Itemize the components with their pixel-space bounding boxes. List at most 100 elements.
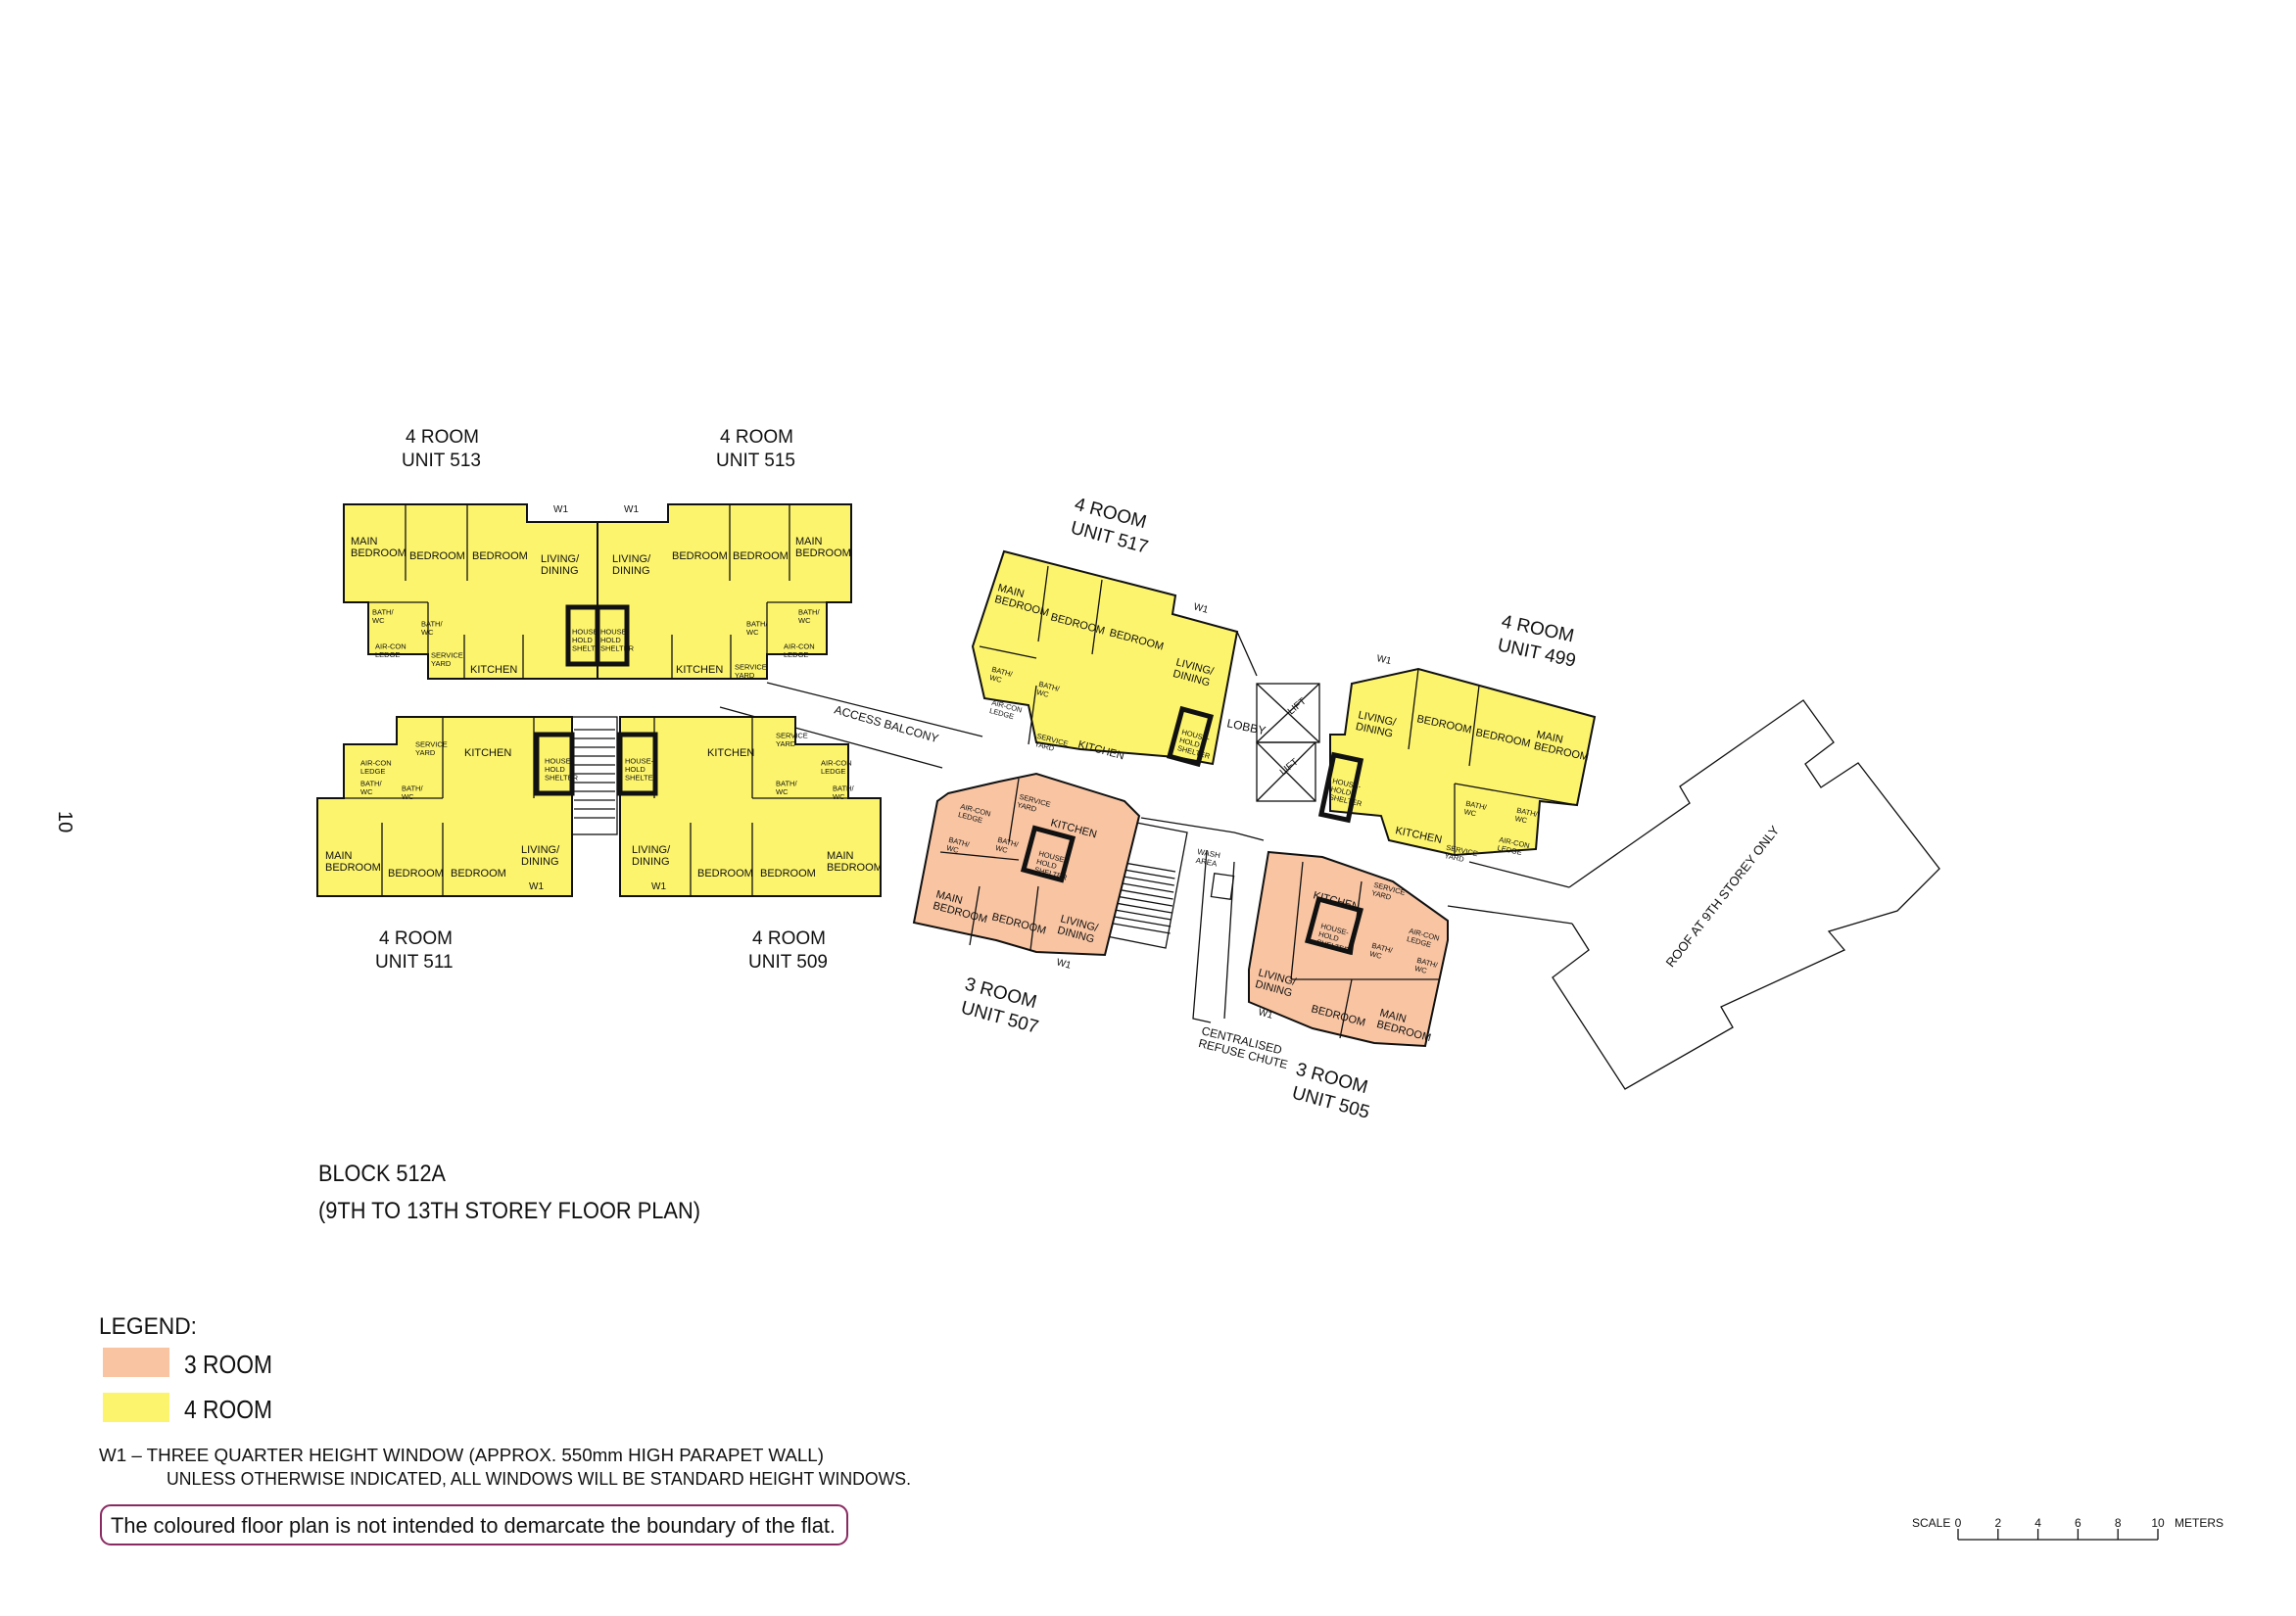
- room-label: BATH/WC: [421, 620, 443, 638]
- legend-swatch-4-room: [103, 1393, 169, 1422]
- interior-wall: [1468, 685, 1480, 767]
- unit-type-label: 4 ROOM: [406, 427, 479, 448]
- window-w1-label: W1: [1192, 601, 1210, 616]
- corridor-edge: [1236, 631, 1258, 677]
- stair-tread: [1117, 875, 1174, 886]
- interior-wall: [969, 885, 981, 946]
- refuse-chute-hopper: [1210, 872, 1235, 901]
- scale-tick-label: 0: [1955, 1516, 1962, 1530]
- room-label: BEDROOM: [409, 550, 465, 562]
- stair-tread: [1114, 909, 1172, 921]
- lift-lobby: LIFT LIFT LOBBY: [1225, 683, 1320, 802]
- interior-wall: [1454, 783, 1578, 806]
- disclaimer-text: The coloured floor plan is not intended …: [111, 1513, 836, 1538]
- block-title: BLOCK 512A: [318, 1161, 446, 1187]
- room-label: BATH/WC: [746, 620, 768, 638]
- room-label: BATH/WC: [776, 780, 797, 797]
- household-shelter-walls: [617, 732, 658, 796]
- scale-unit: METERS: [2175, 1516, 2224, 1530]
- window-w1-label: W1: [1055, 957, 1073, 972]
- room-label: LIVING/DINING: [612, 553, 651, 577]
- block-subtitle: (9TH TO 13TH STOREY FLOOR PLAN): [318, 1198, 700, 1224]
- scale-tick-label: 8: [2115, 1516, 2122, 1530]
- stair-tread: [1118, 868, 1175, 879]
- corridor-edge: [766, 682, 983, 737]
- room-label: BEDROOM: [472, 550, 528, 562]
- w1-note-line1: W1 – THREE QUARTER HEIGHT WINDOW (APPROX…: [99, 1446, 824, 1465]
- room-label: BATH/WC: [1413, 956, 1439, 978]
- unit-type-label: 4 ROOM: [752, 928, 826, 949]
- scale-tick-label: 6: [2075, 1516, 2081, 1530]
- unit-499-floor-area: [1329, 667, 1597, 857]
- room-label: BATH/WC: [945, 835, 971, 858]
- roof-label: ROOF AT 9TH STOREY ONLY: [1663, 823, 1783, 970]
- stair-tread: [1117, 881, 1174, 893]
- stair-tread: [1113, 923, 1171, 934]
- disclaimer-box: [100, 1504, 848, 1545]
- lobby-label: LOBBY: [1225, 716, 1267, 737]
- stair-tread: [1116, 888, 1173, 900]
- scale-tick-label: 4: [2034, 1516, 2041, 1530]
- room-label: KITCHEN: [470, 664, 517, 676]
- window-w1-label: W1: [651, 881, 666, 892]
- room-label: BEDROOM: [697, 868, 753, 879]
- stair-tread: [1115, 902, 1172, 914]
- unit-type-label: 4 ROOM: [379, 928, 453, 949]
- interior-wall: [939, 851, 1020, 861]
- roof-9th-storey: ROOF AT 9TH STOREY ONLY: [1552, 699, 1940, 1090]
- room-label: BATH/WC: [402, 784, 423, 802]
- corridor-edge: [1140, 817, 1265, 841]
- scale-label: SCALE: [1912, 1516, 1950, 1530]
- room-label: BEDROOM: [672, 550, 728, 562]
- legend: LEGEND: 3 ROOM 4 ROOM W1 – THREE QUARTER…: [99, 1313, 911, 1545]
- unit-number-label: UNIT 511: [375, 952, 454, 973]
- household-shelter-walls: [1020, 825, 1076, 883]
- room-label: LIVING/DINING: [521, 844, 560, 868]
- unit-number-label: UNIT 509: [748, 952, 828, 973]
- unit-type-label: 4 ROOM: [720, 427, 793, 448]
- room-label: BATH/WC: [833, 784, 854, 802]
- interior-wall: [1408, 668, 1419, 750]
- room-label: LIVING/DINING: [541, 553, 580, 577]
- household-shelter-walls: [1317, 751, 1364, 824]
- window-w1-label: W1: [1375, 653, 1392, 667]
- corridor-edge: [1447, 905, 1573, 925]
- room-label: KITCHEN: [464, 747, 511, 759]
- lift-shaft: [1256, 741, 1316, 802]
- interior-wall: [1290, 861, 1304, 980]
- scale-tick-label: 10: [2151, 1516, 2165, 1530]
- unit-515-floor-area: [597, 503, 852, 680]
- legend-swatch-3-room: [103, 1348, 169, 1377]
- window-w1-label: W1: [624, 504, 639, 515]
- household-shelter-walls: [595, 604, 630, 667]
- room-label: KITCHEN: [676, 664, 723, 676]
- interior-wall: [1091, 579, 1103, 655]
- stair-outline: [571, 716, 618, 835]
- unit-517-floor-area: [971, 549, 1239, 766]
- interior-wall: [1339, 978, 1353, 1039]
- roof-outline: [1552, 699, 1940, 1090]
- legend-label-4-room: 4 ROOM: [184, 1395, 272, 1424]
- access-balcony-label: ACCESS BALCONY: [833, 702, 940, 745]
- room-label: BATH/WC: [798, 608, 820, 626]
- room-label: BATH/WC: [1368, 941, 1394, 964]
- room-label: BATH/WC: [1514, 806, 1540, 828]
- unit-number-label: UNIT 515: [716, 451, 795, 471]
